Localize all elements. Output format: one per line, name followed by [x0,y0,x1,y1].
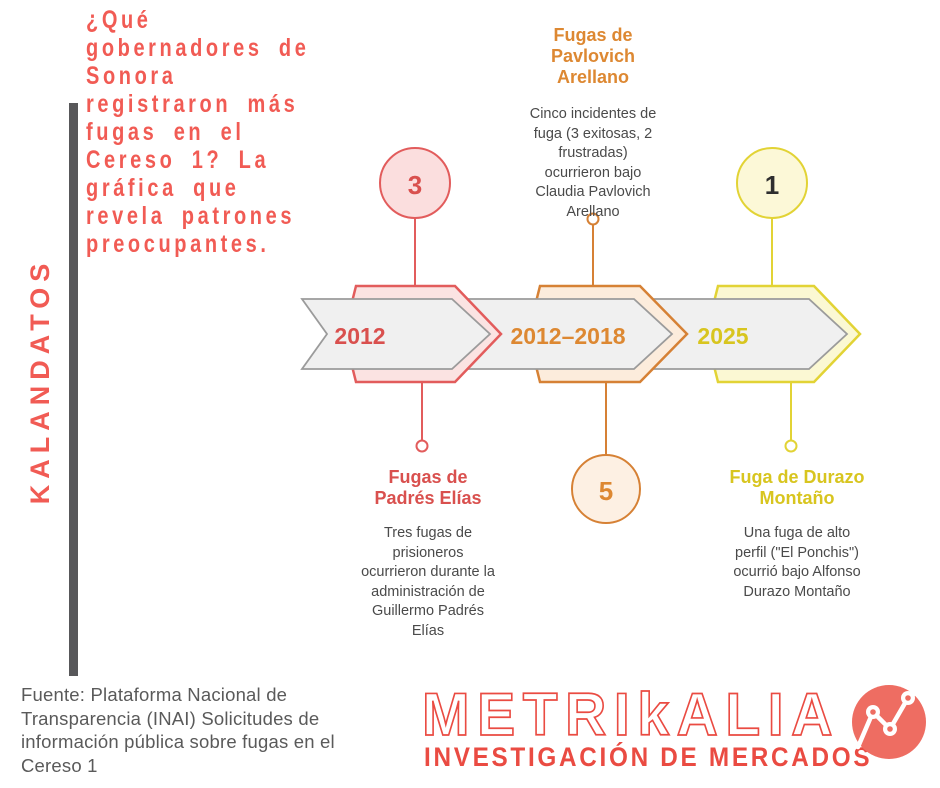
terminal-dot-orange [586,212,600,226]
count-circle-red [379,147,451,219]
logo-icon-circle [852,685,926,759]
headline: ¿Qué gobernadores de Sonora registraron … [86,6,310,258]
year-label-2012-2018: 2012–2018 [510,323,625,349]
segment-description-padres: Tres fugas de prisioneros ocurrieron dur… [361,525,495,639]
vertical-accent-bar [69,103,78,676]
banner-segment-2012 [300,298,492,370]
segment-header-pavlovich: Fugas de Pavlovich Arellano [550,25,636,87]
segment-header-durazo: Fuga de Durazo Montaño [729,467,865,508]
logo-icon-dot-center [870,709,876,715]
logo-tagline: INVESTIGACIÓN DE MERCADOS [424,742,873,772]
year-label-2012: 2012 [334,323,385,349]
source-note: Fuente: Plataforma Nacional de Transpare… [21,684,335,776]
count-red: 3 [408,170,422,200]
count-circle-yellow [736,147,808,219]
count-yellow: 1 [765,170,779,200]
count-circle-orange [571,454,641,524]
logo-icon-dot-center [905,695,911,701]
segment-header-padres: Fugas de Padrés Elías [374,467,482,508]
logo-wordmark: METRIkALIA [421,681,840,748]
terminal-dot-yellow [784,439,798,453]
terminal-dot-red [415,439,429,453]
segment-description-pavlovich: Cinco incidentes de fuga (3 exitosas, 2 … [529,106,657,220]
count-orange: 5 [599,476,613,506]
logo-icon-dot-center [887,726,893,732]
segment-description-durazo: Una fuga de alto perfil ("El Ponchis") o… [733,525,861,600]
year-label-2025: 2025 [697,323,748,349]
analytics-chart-icon [852,683,929,759]
